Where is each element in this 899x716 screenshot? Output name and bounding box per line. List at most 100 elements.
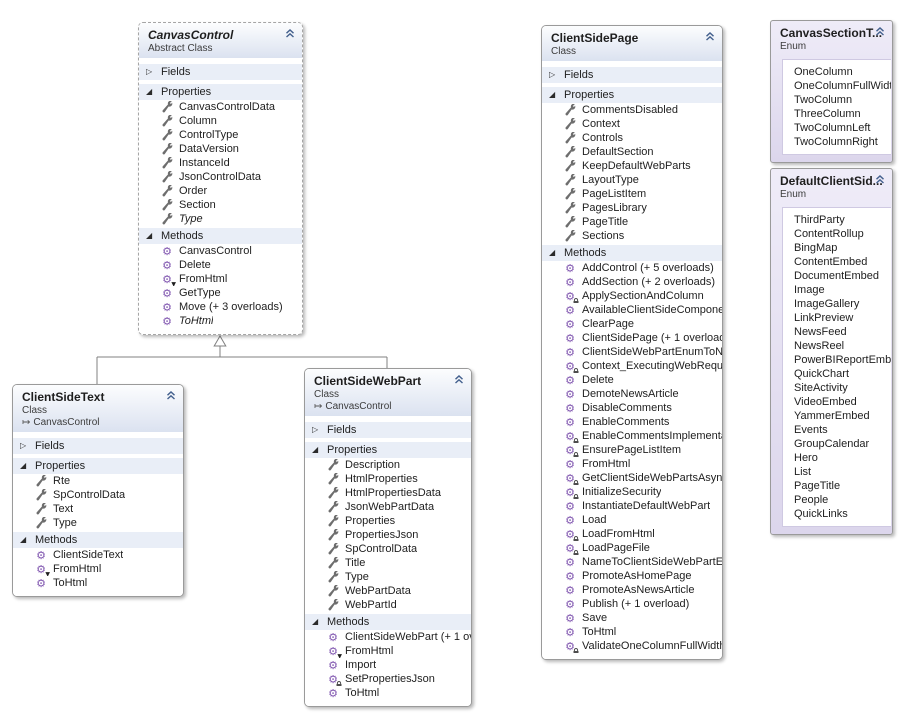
enum-member-row[interactable]: TwoColumn: [794, 94, 853, 106]
enum-member-row[interactable]: LinkPreview: [794, 312, 854, 324]
member-row[interactable]: Column: [139, 114, 302, 128]
member-row[interactable]: DataVersion: [139, 142, 302, 156]
member-row[interactable]: PropertiesJson: [305, 528, 471, 542]
member-row[interactable]: ⚙GetClientSideWebPartsAsync: [542, 471, 722, 485]
enum-member-row[interactable]: Events: [794, 424, 828, 436]
member-row[interactable]: ⚙CanvasControl: [139, 244, 302, 258]
enum-member-row[interactable]: QuickLinks: [794, 508, 848, 520]
member-row[interactable]: Title: [305, 556, 471, 570]
member-row[interactable]: KeepDefaultWebParts: [542, 159, 722, 173]
member-row[interactable]: ⚙Import: [305, 658, 471, 672]
member-row[interactable]: Order: [139, 184, 302, 198]
member-row[interactable]: Text: [13, 502, 183, 516]
member-row[interactable]: ⚙AvailableClientSideComponents (...: [542, 303, 722, 317]
enum-member-row[interactable]: ContentEmbed: [794, 256, 868, 268]
member-row[interactable]: Type: [13, 516, 183, 530]
member-row[interactable]: ⚙▼FromHtml: [305, 644, 471, 658]
expander-icon[interactable]: ▷: [312, 425, 319, 434]
member-row[interactable]: HtmlProperties: [305, 472, 471, 486]
member-row[interactable]: DefaultSection: [542, 145, 722, 159]
member-row[interactable]: ⚙DemoteNewsArticle: [542, 387, 722, 401]
member-row[interactable]: JsonWebPartData: [305, 500, 471, 514]
enum-member-row[interactable]: List: [794, 466, 812, 478]
section-header-fields[interactable]: ▷Fields: [542, 67, 722, 83]
enum-member-row[interactable]: ImageGallery: [794, 298, 860, 310]
expander-icon[interactable]: ◢: [312, 445, 319, 454]
member-row[interactable]: Description: [305, 458, 471, 472]
member-row[interactable]: ⚙SetPropertiesJson: [305, 672, 471, 686]
member-row[interactable]: ⚙ToHtml: [542, 625, 722, 639]
enum-member-row[interactable]: BingMap: [794, 242, 838, 254]
section-header-methods[interactable]: ◢Methods: [13, 532, 183, 548]
section-header-properties[interactable]: ◢Properties: [13, 458, 183, 474]
enum-member-row[interactable]: VideoEmbed: [794, 396, 857, 408]
enum-member-row[interactable]: ThirdParty: [794, 214, 845, 226]
member-row[interactable]: WebPartId: [305, 598, 471, 612]
enum-member-row[interactable]: DocumentEmbed: [794, 270, 879, 282]
section-header-fields[interactable]: ▷Fields: [305, 422, 471, 438]
member-row[interactable]: ⚙ToHtml: [305, 686, 471, 700]
member-row[interactable]: PageTitle: [542, 215, 722, 229]
member-row[interactable]: ⚙InstantiateDefaultWebPart: [542, 499, 722, 513]
expander-icon[interactable]: ▷: [146, 67, 153, 76]
collapse-chevron-icon[interactable]: [166, 391, 176, 403]
expander-icon[interactable]: ◢: [146, 87, 153, 96]
member-row[interactable]: HtmlPropertiesData: [305, 486, 471, 500]
enum-member-row[interactable]: OneColumnFullWidth: [794, 80, 891, 92]
member-row[interactable]: ⚙FromHtml: [542, 457, 722, 471]
section-header-methods[interactable]: ◢Methods: [139, 228, 302, 244]
enum-member-row[interactable]: Image: [794, 284, 825, 296]
member-row[interactable]: ⚙ValidateOneColumnFullWidthSec...: [542, 639, 722, 653]
expander-icon[interactable]: ◢: [20, 461, 27, 470]
member-row[interactable]: ⚙PromoteAsNewsArticle: [542, 583, 722, 597]
enum-member-row[interactable]: ThreeColumn: [794, 108, 861, 120]
enum-member-row[interactable]: PageTitle: [794, 480, 841, 492]
collapse-chevron-icon[interactable]: [285, 29, 295, 41]
member-row[interactable]: ⚙ClientSideWebPartEnumToName: [542, 345, 722, 359]
section-header-methods[interactable]: ◢Methods: [305, 614, 471, 630]
member-row[interactable]: Properties: [305, 514, 471, 528]
enum-member-row[interactable]: TwoColumnRight: [794, 136, 878, 148]
member-row[interactable]: ⚙Publish (+ 1 overload): [542, 597, 722, 611]
member-row[interactable]: JsonControlData: [139, 170, 302, 184]
member-row[interactable]: ⚙DisableComments: [542, 401, 722, 415]
member-row[interactable]: ⚙ClientSideText: [13, 548, 183, 562]
member-row[interactable]: ⚙Save: [542, 611, 722, 625]
enum-member-row[interactable]: QuickChart: [794, 368, 850, 380]
member-row[interactable]: Section: [139, 198, 302, 212]
member-row[interactable]: ⚙Load: [542, 513, 722, 527]
member-row[interactable]: WebPartData: [305, 584, 471, 598]
expander-icon[interactable]: ◢: [20, 535, 27, 544]
enum-member-row[interactable]: GroupCalendar: [794, 438, 870, 450]
enum-member-row[interactable]: PowerBIReportEmbed: [794, 354, 891, 366]
member-row[interactable]: PageListItem: [542, 187, 722, 201]
member-row[interactable]: ⚙EnableCommentsImplementation: [542, 429, 722, 443]
section-header-properties[interactable]: ◢Properties: [542, 87, 722, 103]
member-row[interactable]: PagesLibrary: [542, 201, 722, 215]
member-row[interactable]: ⚙ClientSideWebPart (+ 1 overl...: [305, 630, 471, 644]
member-row[interactable]: ⚙ClientSidePage (+ 1 overload): [542, 331, 722, 345]
enum-member-row[interactable]: NewsFeed: [794, 326, 847, 338]
expander-icon[interactable]: ▷: [549, 70, 556, 79]
member-row[interactable]: ⚙ClearPage: [542, 317, 722, 331]
member-row[interactable]: ⚙▼FromHtml: [139, 272, 302, 286]
member-row[interactable]: Type: [305, 570, 471, 584]
member-row[interactable]: Context: [542, 117, 722, 131]
member-row[interactable]: LayoutType: [542, 173, 722, 187]
section-header-fields[interactable]: ▷Fields: [139, 64, 302, 80]
expander-icon[interactable]: ◢: [549, 248, 556, 257]
expander-icon[interactable]: ◢: [549, 90, 556, 99]
member-row[interactable]: ⚙LoadFromHtml: [542, 527, 722, 541]
collapse-chevron-icon[interactable]: [875, 27, 885, 39]
section-header-properties[interactable]: ◢Properties: [305, 442, 471, 458]
enum-member-row[interactable]: ContentRollup: [794, 228, 864, 240]
member-row[interactable]: ⚙GetType: [139, 286, 302, 300]
expander-icon[interactable]: ◢: [312, 617, 319, 626]
member-row[interactable]: ⚙AddSection (+ 2 overloads): [542, 275, 722, 289]
member-row[interactable]: ⚙EnsurePageListItem: [542, 443, 722, 457]
